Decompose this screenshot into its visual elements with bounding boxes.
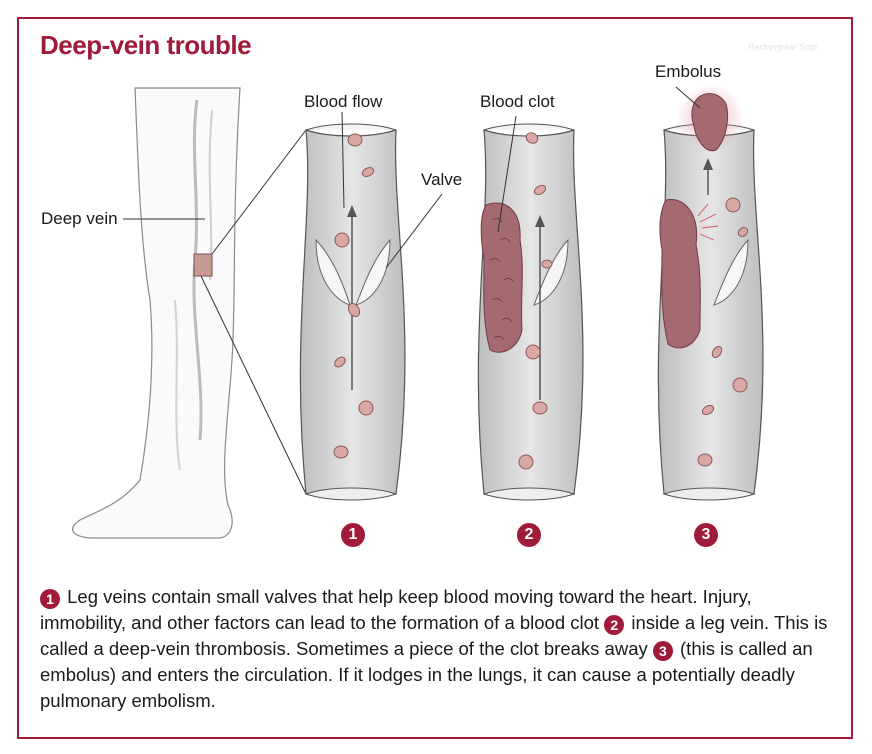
- caption: 1 Leg veins contain small valves that he…: [40, 584, 840, 714]
- stage-badge-1: 1: [341, 523, 365, 547]
- blood-clot: [480, 202, 523, 353]
- vein-callout-box: [193, 253, 213, 277]
- callout-line-bottom: [200, 275, 307, 495]
- caption-text-2: inside a leg vein. This is called a deep…: [40, 612, 828, 659]
- label-blood-flow: Blood flow: [304, 92, 383, 111]
- leg-drawing: [72, 87, 241, 539]
- vein-stage-3: [657, 84, 764, 501]
- figure-title: Deep-vein trouble: [40, 30, 252, 60]
- label-blood-clot: Blood clot: [480, 92, 555, 111]
- snip-watermark: Rectangular Snip: [748, 42, 818, 52]
- caption-badge-1: 1: [40, 589, 60, 609]
- caption-text-1: Leg veins contain small valves that help…: [40, 586, 752, 633]
- caption-badge-2: 2: [604, 615, 625, 635]
- callout-line-top: [211, 129, 307, 255]
- label-embolus: Embolus: [655, 62, 722, 81]
- embolus: [691, 93, 729, 152]
- label-valve: Valve: [421, 170, 463, 189]
- vein-stage-2: [477, 123, 584, 501]
- stage-badge-3: 3: [694, 523, 718, 547]
- label-deep-vein: Deep vein: [41, 209, 118, 228]
- stage-badge-2: 2: [517, 523, 541, 547]
- caption-badge-3: 3: [652, 641, 673, 661]
- caption-text-3: (this is called an embolus) and enters t…: [40, 638, 813, 711]
- red-blood-cells: [333, 132, 749, 470]
